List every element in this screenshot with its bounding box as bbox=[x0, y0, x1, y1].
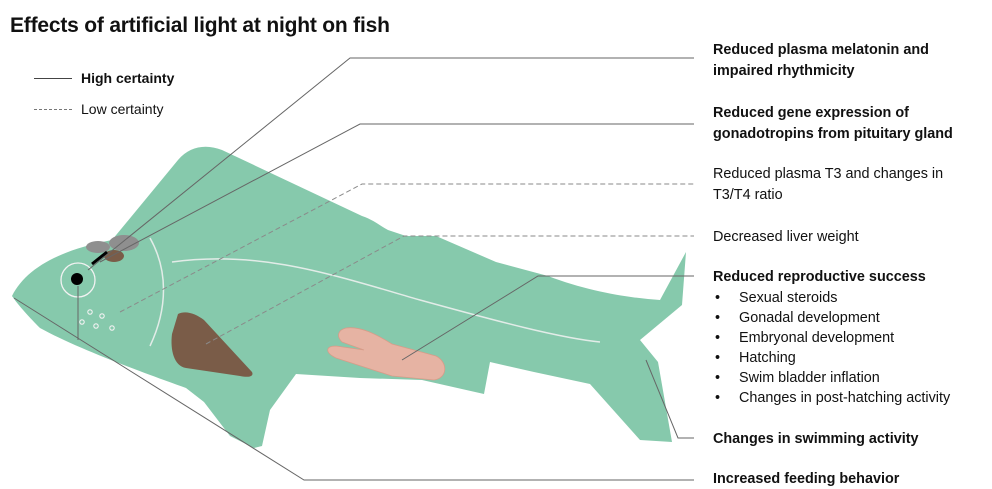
label-melatonin-1: Reduced plasma melatonin and bbox=[713, 40, 929, 60]
list-item: Hatching bbox=[713, 348, 950, 368]
label-melatonin-2: impaired rhythmicity bbox=[713, 61, 855, 81]
fish-body bbox=[12, 147, 686, 448]
label-reproductive-success: Reduced reproductive success bbox=[713, 267, 926, 287]
list-item: Gonadal development bbox=[713, 308, 950, 328]
label-liver: Decreased liver weight bbox=[713, 227, 859, 247]
list-item: Changes in post-hatching activity bbox=[713, 388, 950, 408]
fish-eye bbox=[71, 273, 83, 285]
label-swimming: Changes in swimming activity bbox=[713, 429, 919, 449]
label-feeding: Increased feeding behavior bbox=[713, 469, 899, 489]
list-item: Embryonal development bbox=[713, 328, 950, 348]
label-t3-2: T3/T4 ratio bbox=[713, 185, 783, 205]
list-item: Sexual steroids bbox=[713, 288, 950, 308]
label-gonadotropins-1: Reduced gene expression of bbox=[713, 103, 909, 123]
label-t3-1: Reduced plasma T3 and changes in bbox=[713, 164, 943, 184]
label-gonadotropins-2: gonadotropins from pituitary gland bbox=[713, 124, 953, 144]
reproductive-effects-list: Sexual steroids Gonadal development Embr… bbox=[713, 288, 950, 408]
list-item: Swim bladder inflation bbox=[713, 368, 950, 388]
